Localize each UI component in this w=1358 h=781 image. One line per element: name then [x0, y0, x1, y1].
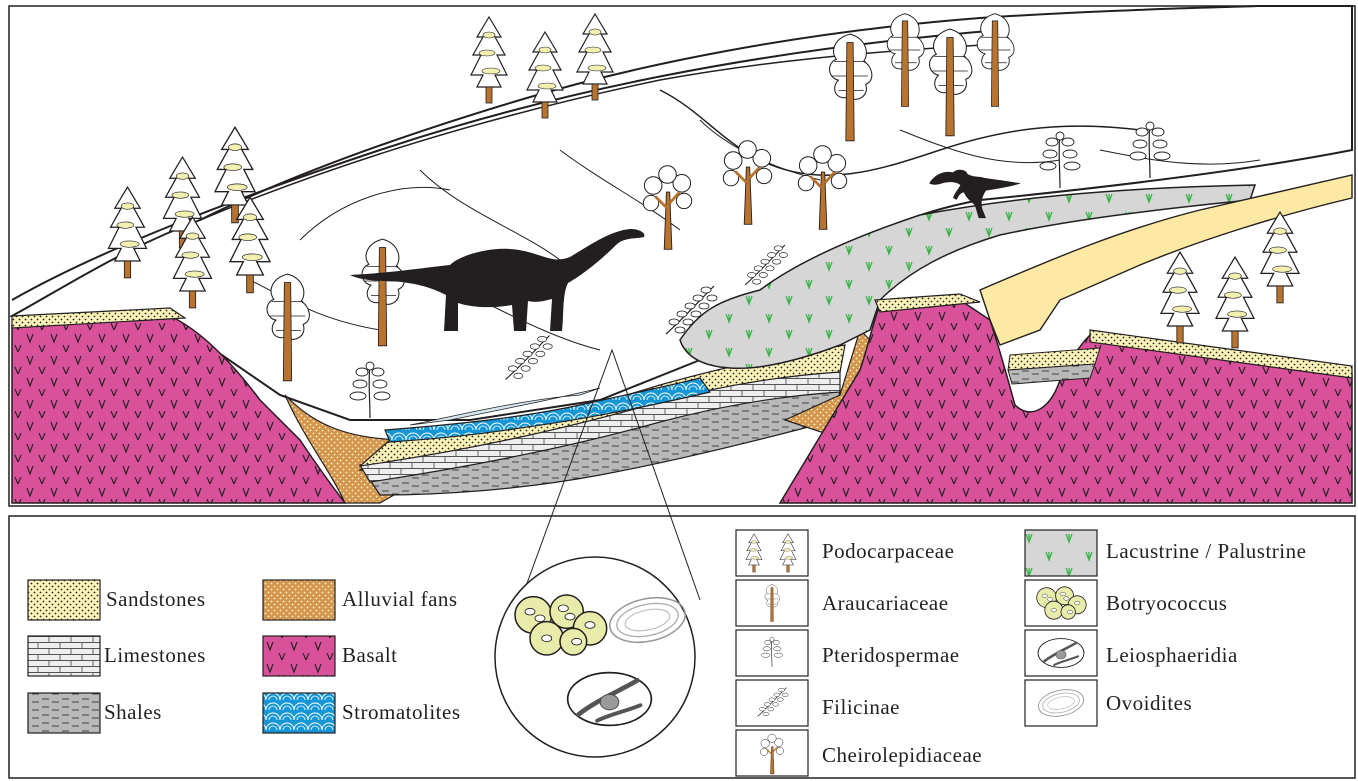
basalt-swatch — [263, 636, 335, 676]
alluvial-fans-swatch — [263, 580, 335, 620]
sandstones-label: Sandstones — [106, 587, 206, 612]
sandstones-swatch — [28, 580, 100, 620]
limestones-swatch — [28, 636, 100, 676]
shales-label: Shales — [104, 700, 162, 725]
cheirolepidiaceae-label: Cheirolepidiaceae — [822, 743, 982, 768]
stromatolites-label: Stromatolites — [342, 700, 461, 725]
pteridospermae-label: Pteridospermae — [822, 643, 960, 668]
podocarpaceae-box — [736, 530, 808, 576]
microfossil-zoom-circle — [495, 557, 695, 757]
araucariaceae-label: Araucariaceae — [822, 591, 949, 616]
leiosphaeridia-icon — [1038, 639, 1084, 668]
leiosphaeridia-label: Leiosphaeridia — [1106, 643, 1238, 668]
botryococcus-label: Botryococcus — [1106, 591, 1227, 616]
filicinae-label: Filicinae — [822, 695, 900, 720]
shales-swatch — [28, 693, 100, 733]
alluvial-fans-label: Alluvial fans — [342, 587, 458, 612]
podocarpaceae-label: Podocarpaceae — [822, 539, 954, 564]
limestones-label: Limestones — [104, 643, 206, 668]
filicinae-box — [736, 680, 808, 726]
ovoidites-label: Ovoidites — [1106, 691, 1192, 716]
lacustrine-label: Lacustrine / Palustrine — [1106, 539, 1306, 564]
ovoidites-box — [1025, 680, 1097, 726]
landscape-panel — [9, 6, 1355, 506]
lacustrine-box — [1025, 530, 1097, 576]
basalt-label: Basalt — [342, 643, 398, 668]
stromatolites-swatch — [263, 693, 335, 733]
